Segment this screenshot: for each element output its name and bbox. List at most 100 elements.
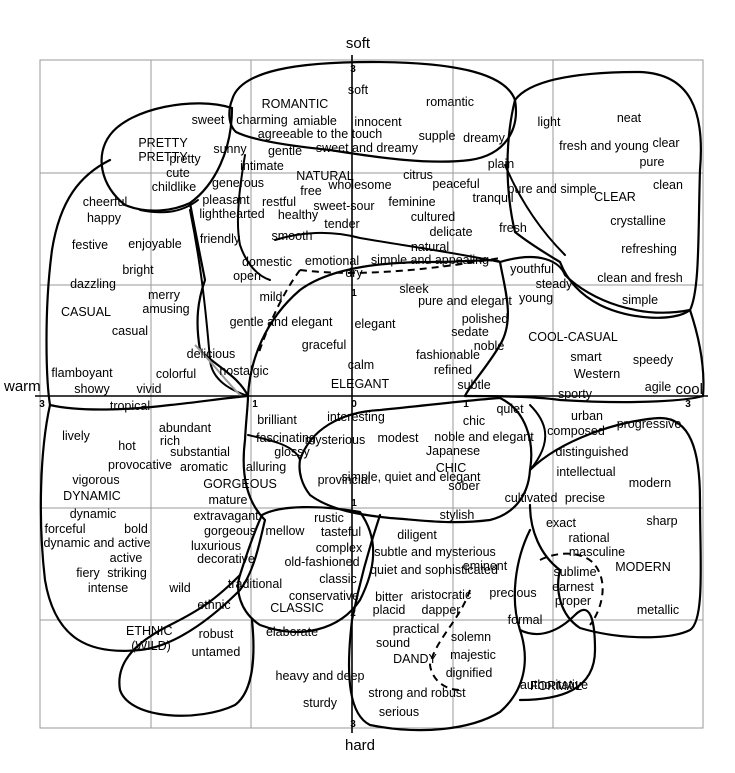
region-romantic bbox=[228, 60, 517, 163]
word-label: nostalgic bbox=[219, 364, 268, 378]
word-label: cultured bbox=[411, 210, 456, 224]
word-label: dynamic bbox=[70, 507, 117, 521]
word-label: gentle bbox=[268, 144, 302, 158]
boundary-natural-lower bbox=[274, 231, 501, 263]
word-label: intense bbox=[88, 581, 128, 595]
word-label: tasteful bbox=[321, 525, 361, 539]
word-label: lively bbox=[62, 429, 91, 443]
word-label: dreamy bbox=[463, 131, 505, 145]
region-formal bbox=[518, 608, 597, 702]
word-label: elegant bbox=[354, 317, 396, 331]
word-label: citrus bbox=[403, 168, 433, 182]
word-label: alluring bbox=[246, 460, 286, 474]
category-ethnic: ETHNIC (WILD) bbox=[126, 624, 176, 653]
word-label: mellow bbox=[266, 524, 306, 538]
word-label: plain bbox=[488, 157, 514, 171]
word-label: sublime bbox=[553, 565, 596, 579]
word-label: authoritative bbox=[520, 678, 588, 692]
category-casual: CASUAL bbox=[61, 305, 111, 319]
word-label: tranquil bbox=[473, 191, 514, 205]
word-label: healthy bbox=[278, 208, 319, 222]
word-label: forceful bbox=[45, 522, 86, 536]
word-label: provocative bbox=[108, 458, 172, 472]
dashed-elegant-natural bbox=[299, 257, 501, 274]
word-label: bright bbox=[122, 263, 154, 277]
word-label: mysterious bbox=[305, 433, 365, 447]
word-label: diligent bbox=[397, 528, 437, 542]
tick-bottom: 3 bbox=[350, 719, 356, 730]
word-label: distinguished bbox=[556, 445, 629, 459]
tick-top: 3 bbox=[350, 64, 356, 75]
word-label: refreshing bbox=[621, 242, 677, 256]
word-label: amusing bbox=[142, 302, 189, 316]
word-label: simple bbox=[622, 293, 658, 307]
category-chic: CHIC bbox=[436, 461, 467, 475]
word-label: provincial bbox=[318, 473, 371, 487]
word-label: pure and simple bbox=[508, 182, 597, 196]
word-label: sedate bbox=[451, 325, 489, 339]
word-label: agreeable to the touch bbox=[258, 127, 382, 141]
word-label: dapper bbox=[422, 603, 461, 617]
word-label: serious bbox=[379, 705, 419, 719]
word-label: modest bbox=[378, 431, 420, 445]
word-label: placid bbox=[373, 603, 406, 617]
word-label: tender bbox=[324, 217, 359, 231]
word-label: light bbox=[538, 115, 561, 129]
word-label: generous bbox=[212, 176, 264, 190]
word-label: dazzling bbox=[70, 277, 116, 291]
word-label: colorful bbox=[156, 367, 196, 381]
word-label: intellectual bbox=[556, 465, 615, 479]
category-modern: MODERN bbox=[615, 560, 671, 574]
region-outlines bbox=[39, 60, 705, 732]
word-label: chic bbox=[463, 414, 485, 428]
word-label: tropical bbox=[110, 399, 150, 413]
category-natural: NATURAL bbox=[296, 169, 353, 183]
region-ethnic bbox=[118, 573, 255, 717]
word-label: smart bbox=[570, 350, 602, 364]
word-label: childlike bbox=[152, 180, 197, 194]
word-label: graceful bbox=[302, 338, 346, 352]
tick-left-1: 1 bbox=[252, 399, 258, 410]
word-label: fascinating bbox=[256, 431, 316, 445]
region-dynamic bbox=[39, 394, 267, 652]
word-label: soft bbox=[348, 83, 369, 97]
category-cool-casual: COOL-CASUAL bbox=[528, 330, 618, 344]
word-label: flamboyant bbox=[51, 366, 113, 380]
word-label: romantic bbox=[426, 95, 474, 109]
word-label: supple bbox=[419, 129, 456, 143]
boundary-clear-inner bbox=[504, 164, 566, 256]
word-label: untamed bbox=[192, 645, 241, 659]
word-label: stylish bbox=[440, 508, 475, 522]
word-label: formal bbox=[508, 613, 543, 627]
word-label: merry bbox=[148, 288, 181, 302]
word-label: young bbox=[519, 291, 553, 305]
word-label: clean bbox=[653, 178, 683, 192]
word-label: sleek bbox=[399, 282, 429, 296]
word-label: restful bbox=[262, 195, 296, 209]
boundary-casual-inner bbox=[189, 209, 249, 397]
word-label: refined bbox=[434, 363, 472, 377]
word-label: majestic bbox=[450, 648, 496, 662]
word-label: fresh bbox=[499, 221, 527, 235]
word-label: active bbox=[110, 551, 143, 565]
word-label: complex bbox=[316, 541, 363, 555]
category-clear: CLEAR bbox=[594, 190, 636, 204]
tick-right: 3 bbox=[685, 399, 691, 410]
word-label: Japanese bbox=[426, 444, 480, 458]
word-label: youthful bbox=[510, 262, 554, 276]
word-label: aristocratic bbox=[411, 588, 471, 602]
word-label: rational bbox=[569, 531, 610, 545]
word-label: conservative bbox=[289, 589, 359, 603]
region-elegant bbox=[246, 259, 510, 398]
word-label: progressive bbox=[617, 417, 682, 431]
word-label: innocent bbox=[354, 115, 402, 129]
boundary-natural-left bbox=[236, 154, 271, 281]
word-label: open bbox=[233, 269, 261, 283]
word-label: traditional bbox=[228, 577, 282, 591]
region-dandy bbox=[347, 513, 532, 732]
word-label: pretty bbox=[169, 152, 201, 166]
word-label: sweet bbox=[192, 113, 225, 127]
category-romantic: ROMANTIC bbox=[262, 97, 329, 111]
word-label: casual bbox=[112, 324, 148, 338]
